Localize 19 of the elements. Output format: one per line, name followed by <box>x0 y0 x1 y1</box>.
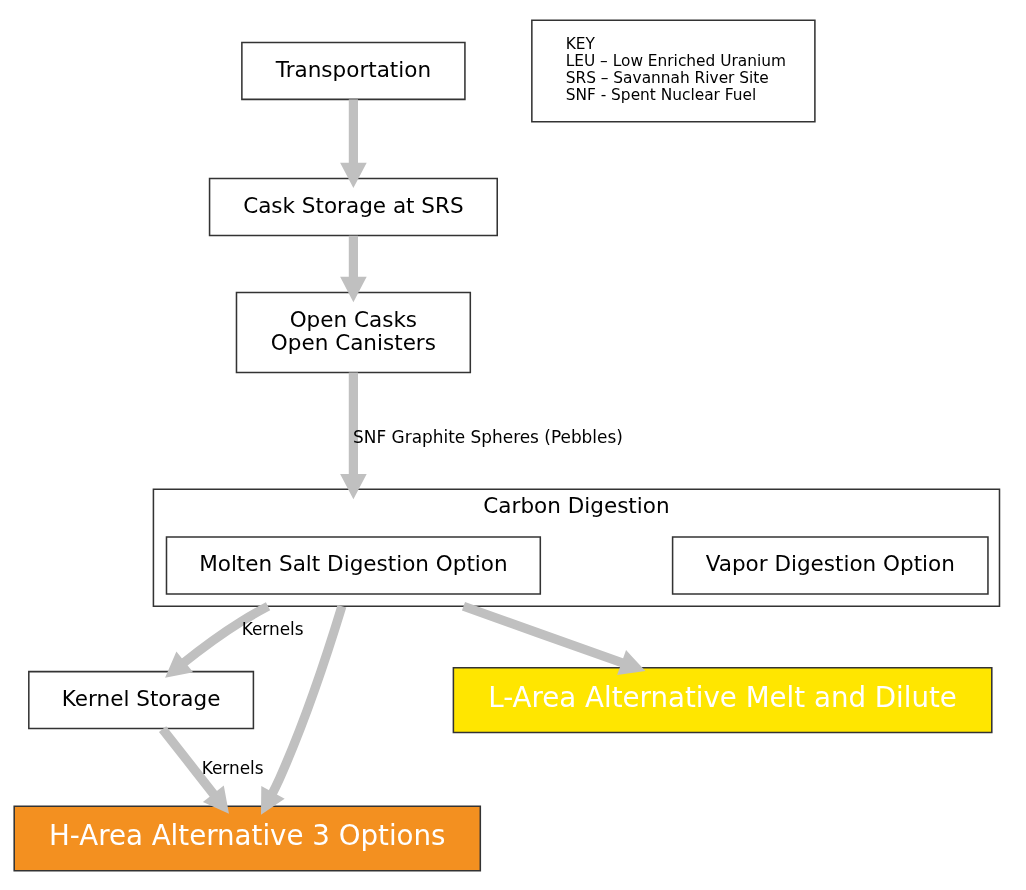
node-box: L-Area Alternative Melt and Dilute <box>452 666 993 733</box>
arrow <box>340 235 367 302</box>
node-box: Open Casks Open Canisters <box>235 291 472 373</box>
edge-label: Kernels <box>201 757 264 778</box>
arrow <box>158 725 229 814</box>
node-box: Vapor Digestion Option <box>671 535 989 595</box>
arrow <box>260 604 347 815</box>
node-box: H-Area Alternative 3 Options <box>13 804 482 872</box>
edge-label: Kernels <box>241 618 304 639</box>
node-box: KEY LEU – Low Enriched Uranium SRS – Savannah River Site SNF - Spent Nuclear Fuel <box>531 18 816 122</box>
node-box: Cask Storage at SRS <box>208 177 498 236</box>
arrow <box>165 601 271 678</box>
arrow <box>461 601 646 675</box>
node-box: Kernel Storage <box>28 670 255 729</box>
node-box: Molten Salt Digestion Option <box>165 535 542 595</box>
edge-label: SNF Graphite Spheres (Pebbles) <box>353 426 623 447</box>
node-box: Transportation <box>241 41 466 100</box>
arrow <box>340 371 367 499</box>
arrow <box>340 98 367 188</box>
